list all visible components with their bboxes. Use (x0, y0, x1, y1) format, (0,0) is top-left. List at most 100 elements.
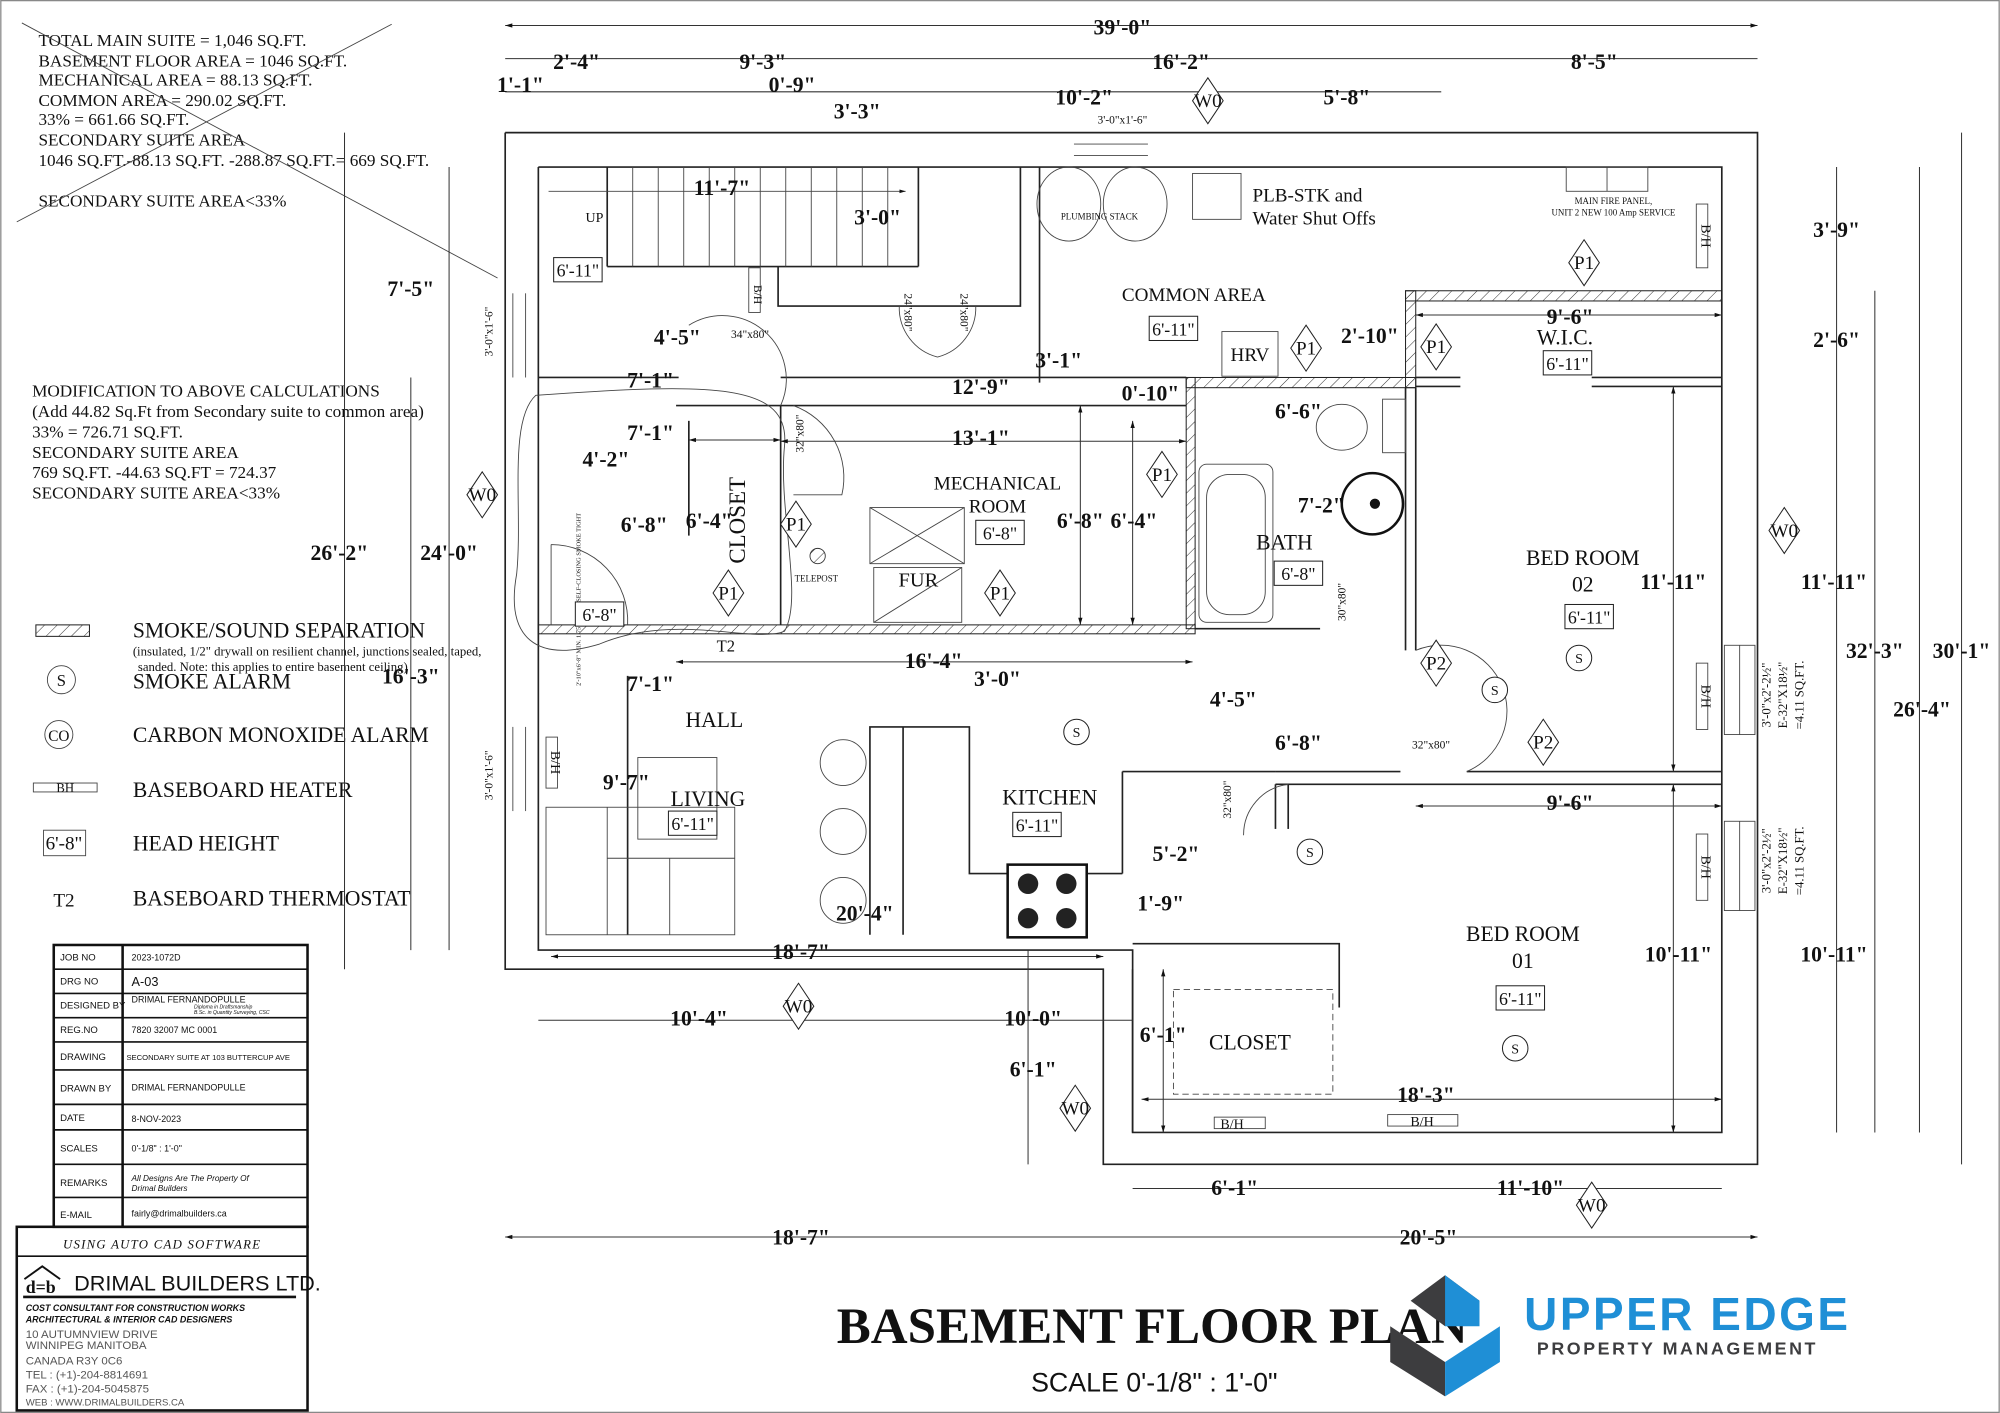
smoke-separation-wall (1185, 376, 1417, 389)
marker-outline (975, 519, 1025, 546)
legend-label: SMOKE ALARM (133, 670, 291, 694)
tb-value: DRIMAL FERNANDOPULLE (132, 994, 246, 1004)
dim-label: 30'-1" (1933, 639, 1991, 663)
marker-outline (667, 810, 718, 836)
dim-label: 11'-11" (1801, 570, 1867, 594)
marker-label: P1 (786, 515, 806, 536)
title-block (15, 943, 309, 1412)
tb-value: 7820 32007 MC 0001 (132, 1025, 218, 1035)
smoke-alarm-icon: S (1565, 644, 1593, 672)
note-line: BASEMENT FLOOR AREA = 1046 SQ.FT. (38, 51, 347, 70)
marker-label: S (1306, 846, 1314, 861)
note-line: (Add 44.82 Sq.Ft from Secondary suite to… (32, 402, 424, 421)
head-height-tag: 6'-8" (975, 519, 1025, 546)
dim-label: 18'-3" (1397, 1083, 1455, 1107)
dim-label: 3'-3" (834, 100, 881, 124)
dim-label: 4'-2" (582, 448, 629, 472)
tb-label: REMARKS (60, 1178, 107, 1189)
dim-label: 7'-1" (627, 369, 674, 393)
window-size-label: 3'-0"x2'-2½" (1759, 828, 1773, 893)
dim-label: 18'-7" (772, 940, 830, 964)
marker-label: S (1073, 726, 1081, 741)
dim-label: 6'-1" (1010, 1057, 1057, 1081)
co-alarm-icon (44, 720, 74, 750)
watermark-sub: PROPERTY MANAGEMENT (1537, 1338, 1818, 1358)
tb-value: 0'-1/8" : 1'-0" (132, 1144, 182, 1154)
dim-label: 4'-5" (654, 325, 701, 349)
company-address: WINNIPEG MANITOBA (26, 1340, 147, 1352)
smoke-alarm-icon: S (1481, 676, 1509, 704)
dim-label: 6'-4" (1110, 509, 1157, 533)
bh-symbol: BH (56, 781, 74, 795)
marker-label: P2 (1533, 733, 1553, 754)
tb-value: 8-NOV-2023 (132, 1114, 182, 1124)
company-tagline: COST CONSULTANT FOR CONSTRUCTION WORKS (26, 1303, 245, 1313)
dim-label: 1'-1" (497, 73, 544, 97)
room-bath: BATH (1256, 531, 1313, 555)
room-living: LIVING (671, 787, 746, 811)
tb-label: E-MAIL (60, 1210, 92, 1221)
room-bedroom-02: BED ROOM (1526, 546, 1640, 570)
dim-label: 6'-6" (1275, 399, 1322, 423)
tb-label: DATE (60, 1113, 85, 1124)
head-height-tag: 6'-11" (553, 257, 603, 283)
door-size-label: 30"x80" (1337, 583, 1349, 621)
plan-markers: W0 W0 W0 W0 W0 W0 P1 P1 P1 P1 P1 P1 P1 P… (466, 76, 1801, 1230)
note-line: TOTAL MAIN SUITE = 1,046 SQ.FT. (38, 31, 306, 50)
dim-label: 9'-3" (739, 50, 786, 74)
baseboard-heater-label: B/H (1697, 224, 1712, 247)
telepost-icon (809, 547, 826, 565)
tb-label: REG.NO (60, 1025, 98, 1036)
dim-label: 8'-5" (1571, 50, 1618, 74)
marker-outline (1565, 644, 1593, 672)
head-height-tag: 6'-11" (1012, 811, 1062, 838)
room-labels: COMMON AREA W.I.C. MECHANICAL ROOM CLOSE… (671, 285, 1640, 1055)
thermostat-symbol: T2 (53, 891, 74, 912)
fire-panel-label: UNIT 2 NEW 100 Amp SERVICE (1551, 208, 1675, 218)
window-size-label: E-32"X18½" (1776, 662, 1790, 729)
dim-label: 24'-0" (420, 541, 478, 565)
smoke-alarm-icon: S (1501, 1035, 1529, 1062)
marker-outline (1527, 718, 1560, 767)
dim-label: 26'-2" (311, 541, 369, 565)
dim-label: 3'-0" (974, 667, 1021, 691)
marker-label: W0 (1194, 91, 1222, 112)
dim-label: 20'-5" (1400, 1226, 1458, 1250)
marker-label: S (1575, 652, 1583, 667)
dim-label: 7'-1" (627, 421, 674, 445)
marker-outline (984, 569, 1016, 617)
dim-label: 11'-10" (1497, 1176, 1564, 1200)
tb-value: All Designs Are The Property Of (131, 1174, 251, 1183)
marker-label: W0 (785, 997, 813, 1018)
baseboard-heater-label: B/H (1697, 855, 1712, 878)
room-common-area: COMMON AREA (1122, 285, 1266, 306)
legend-label: SMOKE/SOUND SEPARATION (133, 619, 426, 643)
marker-outline (1012, 811, 1062, 838)
dim-label: 9'-6" (1547, 791, 1594, 815)
tb-value: Diploma in Draftsmanship (194, 1005, 252, 1011)
area-calculation-notes: TOTAL MAIN SUITE = 1,046 SQ.FT. BASEMENT… (16, 22, 498, 279)
company-logo: d=b (26, 1277, 56, 1297)
note-line: COMMON AREA = 290.02 SQ.FT. (38, 91, 286, 110)
dim-label: 9'-7" (603, 770, 650, 794)
dim-label: 6'-8" (1057, 509, 1104, 533)
dim-label: 7'-2" (1298, 494, 1345, 518)
dim-label: 32'-3" (1846, 639, 1904, 663)
marker-outline (1148, 315, 1199, 342)
dim-label: 2'-10" (1341, 324, 1399, 348)
dim-label: 11'-7" (694, 176, 751, 200)
marker-label: 6'-11" (557, 261, 600, 281)
drawing-scale: SCALE 0'-1/8" : 1'-0" (1031, 1367, 1277, 1397)
marker-outline (466, 470, 499, 519)
room-hall: HALL (685, 708, 743, 732)
dim-label: 10'-11" (1800, 943, 1867, 967)
baseboard-heater-label: B/H (547, 751, 562, 774)
window-tag-w0: W0 (1575, 1181, 1608, 1230)
marker-label: P1 (990, 583, 1010, 604)
dim-label: 3'-0" (854, 205, 901, 229)
marker-outline (1063, 718, 1090, 746)
dim-label: 6'-1" (1211, 1176, 1258, 1200)
marker-label: 6'-11" (1016, 815, 1059, 835)
smoke-separation-wall (1405, 290, 1417, 389)
dim-label: 16'-3" (382, 665, 440, 689)
